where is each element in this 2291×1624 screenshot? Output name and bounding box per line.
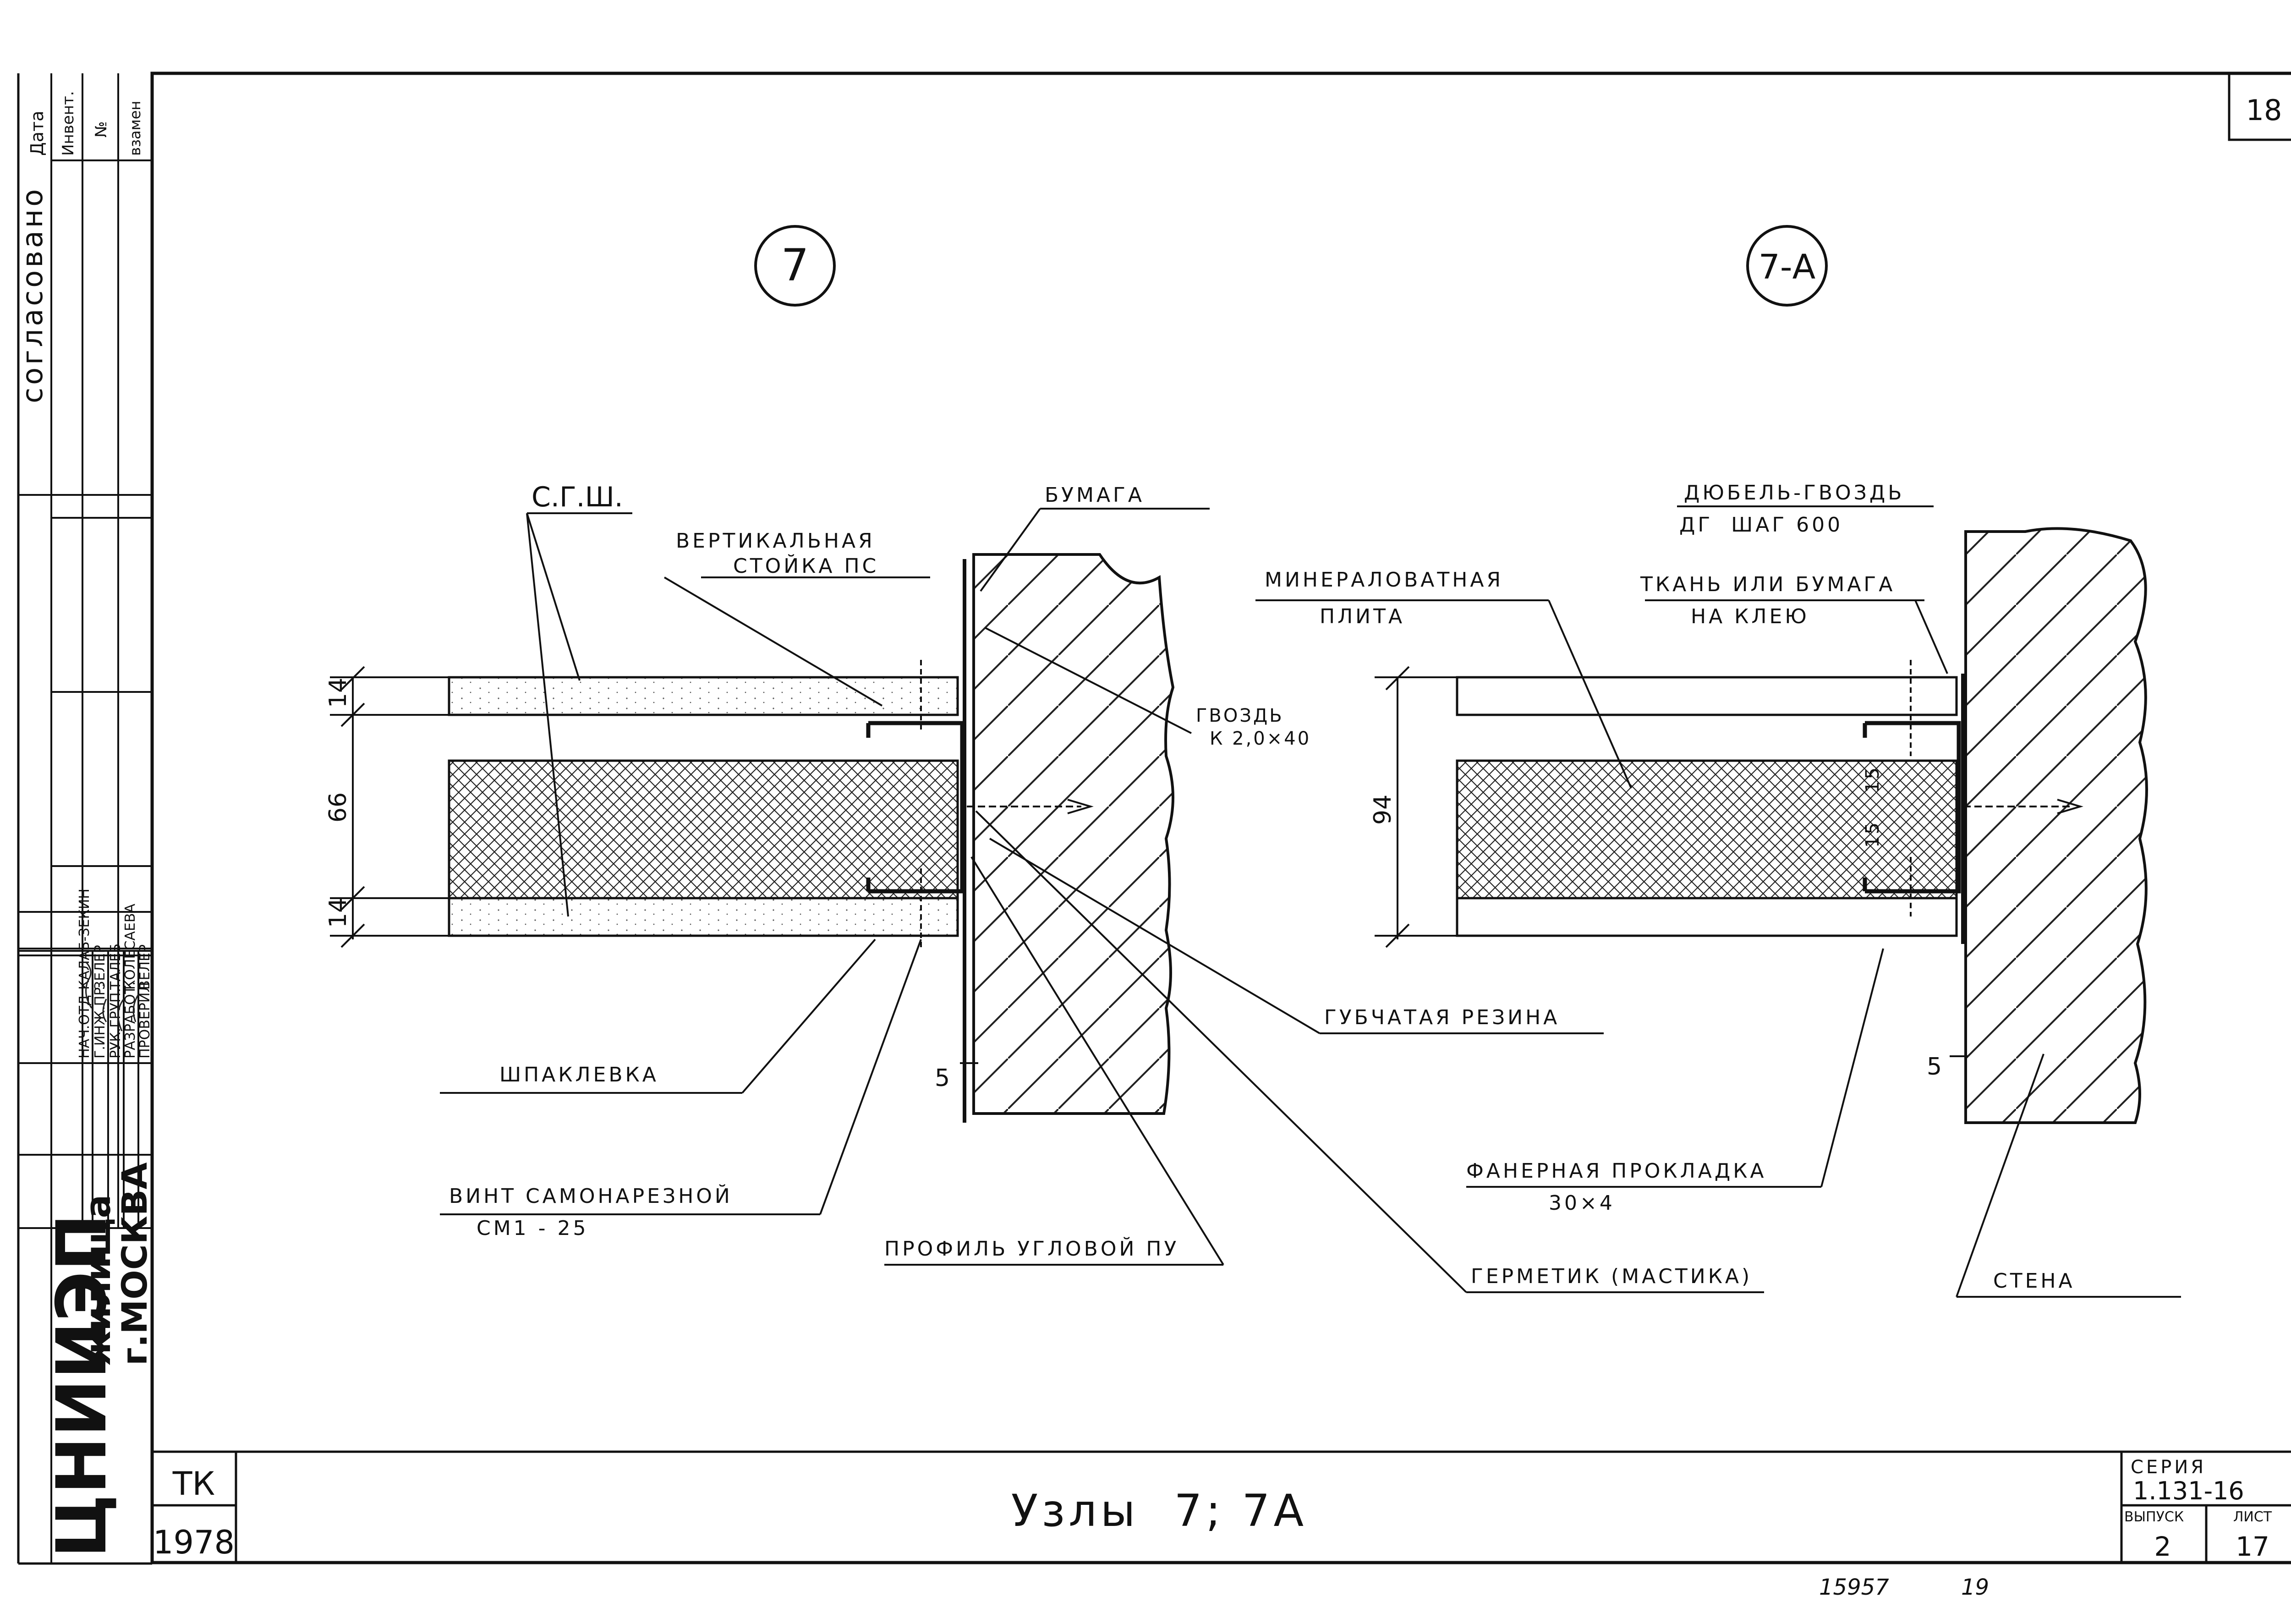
node-7-label-rubber: ГУБЧАТАЯ РЕЗИНА xyxy=(1324,1006,1560,1029)
node-7: 7 14 66 14 5 xyxy=(324,225,1764,1293)
sheet-value: 17 xyxy=(2236,1531,2269,1562)
node-7-label-screw-2: СМ1 - 25 xyxy=(477,1217,589,1240)
stamp-col-date: Дата xyxy=(27,111,47,156)
node-7-label-putty: ШПАКЛЕВКА xyxy=(499,1063,659,1086)
node-7-label-sgsh: С.Г.Ш. xyxy=(532,481,623,513)
sheet-label: ЛИСТ xyxy=(2233,1509,2272,1525)
node-7a-label-dowel-1: ДЮБЕЛЬ-ГВОЗДЬ xyxy=(1684,481,1904,505)
node-7a-marker-number: 7-А xyxy=(1759,247,1816,287)
node-7a-label-dowel-2: ДГ ШАГ 600 xyxy=(1679,513,1843,537)
node-7-bottom-sheathing xyxy=(448,897,959,937)
node-7-marker-number: 7 xyxy=(781,240,809,291)
node-7a-dim-94: 94 xyxy=(1369,795,1397,825)
org-city-line1: жилища xyxy=(77,1195,118,1366)
node-7a-dimension xyxy=(1375,666,1457,948)
title-block: ТК 1978 Узлы 7; 7А СЕРИЯ 1.131-16 ВЫПУСК… xyxy=(152,1450,2291,1563)
footer-num: 19 xyxy=(1961,1575,1989,1600)
node-7a-bottom-sheathing xyxy=(1456,897,1958,937)
stamp-name: ТАЛЕБ xyxy=(108,944,124,990)
stamp-col-invent: Инвент. xyxy=(59,91,77,156)
org-logo: ЦНИИЭП xyxy=(42,1214,122,1558)
stamp-col-replace: взамен xyxy=(126,101,144,156)
node-7-label-sealant: ГЕРМЕТИК (МАСТИКА) xyxy=(1471,1265,1752,1288)
node-7-dim-14-bottom: 14 xyxy=(324,898,352,928)
node-7-label-paper: БУМАГА xyxy=(1045,483,1145,507)
node-7-top-sheathing xyxy=(448,676,959,716)
node-7-dim-5: 5 xyxy=(935,1064,950,1092)
node-7a-label-wall: СТЕНА xyxy=(1993,1269,2075,1293)
node-7a-marker: 7-А xyxy=(1746,225,1828,307)
year: 1978 xyxy=(153,1524,235,1561)
stamp-agreed: согласовано xyxy=(16,187,49,403)
node-7a-dowel-tip xyxy=(2057,799,2083,814)
node-7-label-vertical-1: ВЕРТИКАЛЬНАЯ xyxy=(676,529,875,553)
node-7-label-nail-2: К 2,0×40 xyxy=(1210,728,1311,749)
node-7a-insulation xyxy=(1456,759,1958,900)
issue-label: ВЫПУСК xyxy=(2124,1509,2184,1525)
stamp-col-no: № xyxy=(92,121,110,137)
node-7-label-vertical-2: СТОЙКА ПС xyxy=(733,554,879,578)
stamp-name: КАЛАБ-ЗЕКИН xyxy=(77,889,93,990)
stamp-name: КОЛЕСАЕВА xyxy=(122,904,138,990)
node-7a-dim-15-a: 15 xyxy=(1862,821,1883,848)
node-7a-label-plywood-1: ФАНЕРНАЯ ПРОКЛАДКА xyxy=(1466,1159,1767,1183)
node-7a-label-wool-1: МИНЕРАЛОВАТНАЯ xyxy=(1265,568,1503,592)
node-7-dimension xyxy=(330,666,449,948)
node-7-corner-profile xyxy=(866,721,965,894)
node-7-insulation xyxy=(448,759,959,900)
node-7-dim-66: 66 xyxy=(324,792,352,823)
sheet-title: Узлы 7; 7А xyxy=(1011,1485,1307,1536)
node-7-label-screw-1: ВИНТ САМОНАРЕЗНОЙ xyxy=(449,1184,733,1208)
series-label: СЕРИЯ xyxy=(2131,1457,2206,1478)
node-7a-dim-5: 5 xyxy=(1927,1053,1942,1081)
node-7a-top-sheathing xyxy=(1456,676,1958,716)
node-7-dim-14-top: 14 xyxy=(324,678,352,708)
stamp-signature-rows: НАЧ.ОТД КАЛАБ-ЗЕКИН Г.ИНЖ.ПР. ЗЕЛЕР РУК.… xyxy=(77,889,153,1059)
node-7a-wall xyxy=(1964,527,2148,1124)
stamp-name: ВЕЛЕР xyxy=(137,944,153,990)
sheet-frame xyxy=(17,71,2291,1565)
node-7a-label-fabric-2: НА КЛЕЮ xyxy=(1691,605,1809,628)
page-number: 18 xyxy=(2246,93,2282,127)
stamp-role: РАЗРАБОТ. xyxy=(122,981,138,1059)
signature-scribble xyxy=(85,961,139,1031)
node-7a-label-wool-2: ПЛИТА xyxy=(1320,605,1405,628)
tk-code: ТК xyxy=(172,1465,215,1503)
node-7a-profile xyxy=(1863,721,1961,894)
footer-code: 15957 xyxy=(1819,1575,1889,1600)
series-value: 1.131-16 xyxy=(2133,1476,2244,1505)
node-7-wall xyxy=(972,553,1175,1115)
node-7-label-profile: ПРОФИЛЬ УГЛОВОЙ ПУ xyxy=(884,1236,1179,1261)
issue-value: 2 xyxy=(2154,1531,2171,1562)
node-7-label-nail-1: ГВОЗДЬ xyxy=(1196,705,1284,726)
node-7-marker: 7 xyxy=(754,225,836,307)
node-7-leaders xyxy=(440,508,1764,1293)
node-7a-label-fabric-1: ТКАНЬ ИЛИ БУМАГА xyxy=(1640,573,1895,596)
node-7a-leaders xyxy=(1255,505,2181,1298)
node-7a-dim-15-b: 15 xyxy=(1862,766,1883,793)
stamp-name: ЗЕЛЕР xyxy=(92,945,108,990)
node-7-nail-tip xyxy=(1067,799,1094,814)
node-7a: 7-А 94 15 15 5 xyxy=(1255,225,2181,1298)
stamp-role: РУК.ГРУП. xyxy=(108,988,124,1059)
stamp-role: ПРОВЕРИЛ xyxy=(137,982,153,1059)
page-number-box: 18 xyxy=(2228,72,2291,141)
side-stamp: согласовано Дата Инвент. № взамен НАЧ.ОТ… xyxy=(16,73,155,1564)
org-city-line2: г.МОСКВА xyxy=(114,1162,155,1366)
node-7a-label-plywood-2: 30×4 xyxy=(1549,1191,1615,1215)
